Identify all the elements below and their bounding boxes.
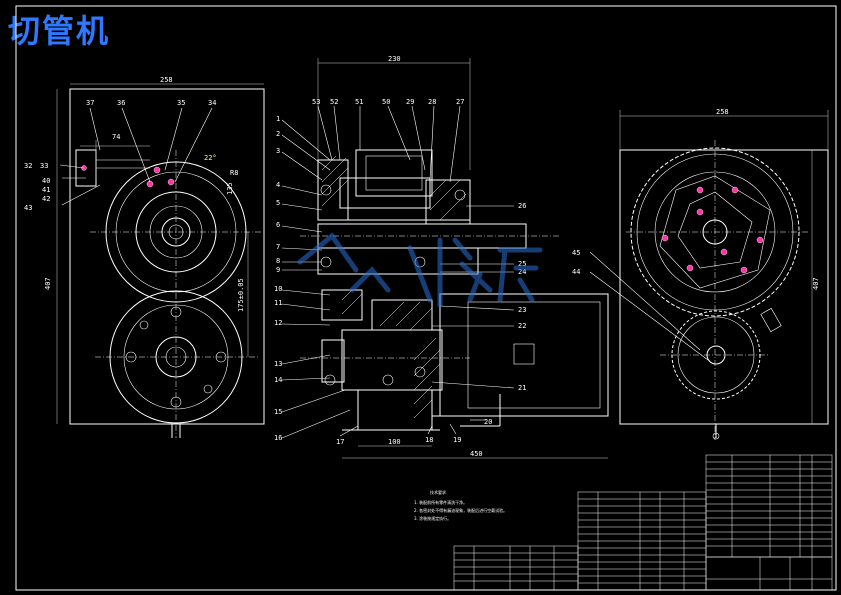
mid-dim-bottom-small: 100 (388, 438, 401, 446)
middle-view: 230 450 100 (274, 55, 609, 459)
notes-heading: 技术要求 (430, 489, 446, 495)
mid-label-6: 6 (276, 221, 280, 229)
motor-body (439, 293, 609, 417)
mid-label-19: 19 (453, 436, 461, 444)
mid-label-14: 14 (274, 376, 282, 384)
left-angle: 22° (204, 154, 217, 162)
mid-label-8: 8 (276, 257, 280, 265)
left-dim-height: 407 (44, 277, 52, 290)
left-dim-radius: R8 (230, 169, 238, 177)
mid-label-10: 10 (274, 285, 282, 293)
notes-line-1: 1. 装配前所有零件清洗干净。 (414, 499, 467, 505)
mid-label-12: 12 (274, 319, 282, 327)
left-label-32: 32 (24, 162, 32, 170)
right-view: 258 407 45 44 (572, 108, 829, 440)
left-label-42: 42 (42, 195, 50, 203)
mid-label-28: 28 (428, 98, 436, 106)
left-label-41: 41 (42, 186, 50, 194)
mid-label-2: 2 (276, 130, 280, 138)
left-label-34: 34 (208, 99, 216, 107)
outer-frame (15, 5, 837, 591)
title-block (453, 454, 833, 591)
left-dim-vertical: 175±0.05 (237, 278, 245, 312)
left-label-40: 40 (42, 177, 50, 185)
left-view: 258 407 175±0.05 74 R8 135 22° (24, 76, 265, 438)
mid-label-26: 26 (518, 202, 526, 210)
right-dim-width: 258 (716, 108, 729, 116)
mid-label-52: 52 (330, 98, 338, 106)
mid-label-1: 1 (276, 115, 280, 123)
mid-label-50: 50 (382, 98, 390, 106)
mid-dim-bottom: 450 (470, 450, 483, 458)
left-label-33: 33 (40, 162, 48, 170)
mid-label-5: 5 (276, 199, 280, 207)
mid-label-22: 22 (518, 322, 526, 330)
mid-label-7: 7 (276, 243, 280, 251)
mid-label-25: 25 (518, 260, 526, 268)
left-label-36: 36 (117, 99, 125, 107)
mid-label-29: 29 (406, 98, 414, 106)
mid-label-21: 21 (518, 384, 526, 392)
notes-line-3: 3. 涂装按规定执行。 (414, 515, 451, 521)
mid-label-4: 4 (276, 181, 280, 189)
mid-label-9: 9 (276, 266, 280, 274)
right-dim-height: 407 (812, 277, 820, 290)
mid-label-23: 23 (518, 306, 526, 314)
right-housing (619, 149, 829, 425)
left-label-43: 43 (24, 204, 32, 212)
watermark (297, 232, 543, 308)
mid-label-15: 15 (274, 408, 282, 416)
technical-notes: 技术要求 1. 装配前所有零件清洗干净。 2. 各密封处不得有漏油现象，装配后进… (414, 489, 507, 521)
mid-label-53: 53 (312, 98, 320, 106)
mid-label-17: 17 (336, 438, 344, 446)
right-label-44: 44 (572, 268, 580, 276)
mid-dim-top: 230 (388, 55, 401, 63)
mid-label-11: 11 (274, 299, 282, 307)
mid-label-18: 18 (425, 436, 433, 444)
mid-label-27: 27 (456, 98, 464, 106)
left-label-37: 37 (86, 99, 94, 107)
mid-label-20: 20 (484, 418, 492, 426)
notes-line-2: 2. 各密封处不得有漏油现象，装配后进行空载试验。 (414, 507, 507, 513)
mid-label-51: 51 (355, 98, 363, 106)
left-dim-width: 258 (160, 76, 173, 84)
right-label-45: 45 (572, 249, 580, 257)
mid-label-13: 13 (274, 360, 282, 368)
left-dim-74: 74 (112, 133, 120, 141)
left-housing (69, 88, 265, 425)
drawing-title: 切管机 (8, 12, 111, 50)
left-label-35: 35 (177, 99, 185, 107)
left-dim-135: 135 (226, 182, 234, 195)
mid-label-3: 3 (276, 147, 280, 155)
mid-label-24: 24 (518, 268, 526, 276)
mid-label-16: 16 (274, 434, 282, 442)
